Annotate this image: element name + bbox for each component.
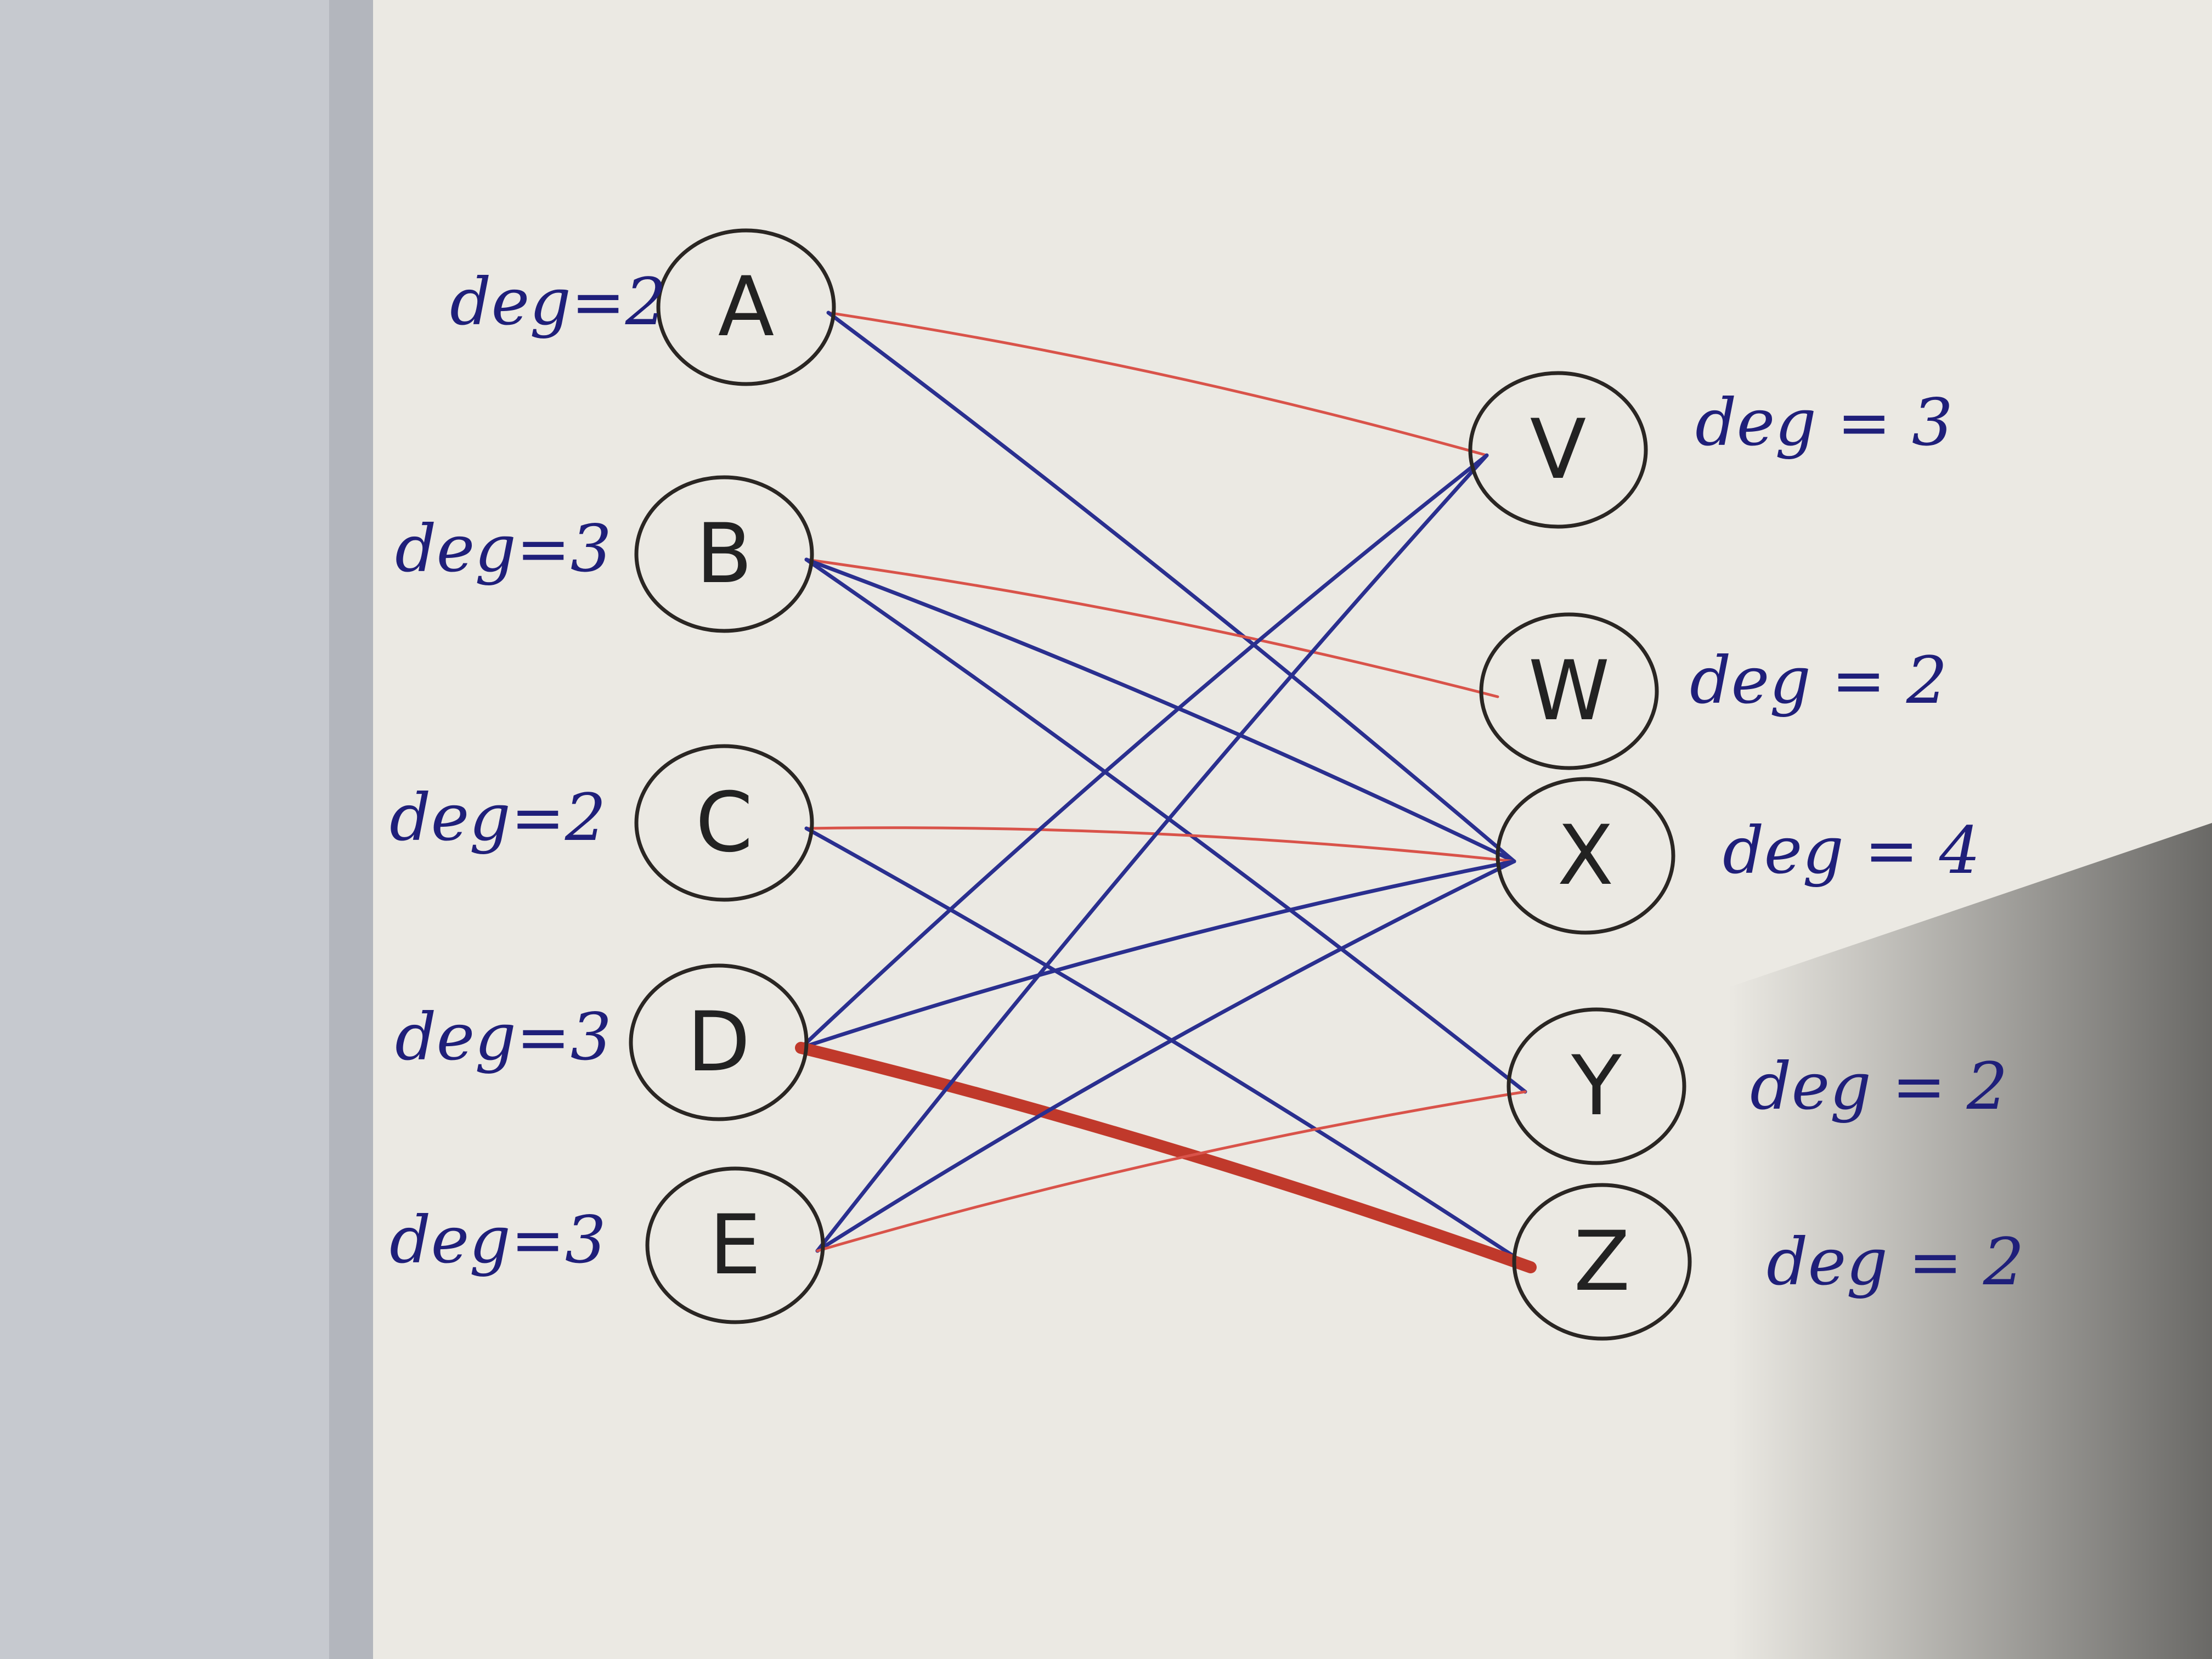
shadow-region	[1728, 823, 2212, 1659]
edge-a-v	[827, 311, 1488, 457]
degree-label-x: deg = 4	[1723, 812, 1980, 888]
nodes-layer: A B C D E V WX YZ	[629, 228, 1692, 1341]
node-label-c: C	[696, 775, 753, 871]
edge-a-x	[826, 311, 1516, 864]
edge-b-w	[805, 558, 1499, 698]
node-label-v: V	[1530, 402, 1587, 498]
page-divider	[329, 0, 379, 1659]
edge-b-x	[804, 557, 1516, 864]
degree-label-w: deg = 2	[1690, 642, 1948, 718]
edges-layer	[795, 311, 1537, 1273]
degree-label-b: deg=3	[395, 511, 612, 586]
left-page	[0, 0, 357, 1659]
node-w: W	[1479, 612, 1659, 770]
degree-label-c: deg=2	[390, 780, 606, 855]
node-e: E	[645, 1166, 825, 1324]
edge-d-v	[799, 453, 1489, 1050]
edge-d-z	[795, 1042, 1537, 1273]
node-z: Z	[1512, 1183, 1692, 1341]
node-label-w: W	[1528, 644, 1610, 739]
node-a: A	[656, 228, 836, 386]
node-y: Y	[1506, 1007, 1686, 1165]
degree-label-y: deg = 2	[1750, 1048, 2008, 1124]
degree-label-v: deg = 3	[1695, 385, 1953, 460]
edge-e-v	[815, 453, 1489, 1253]
node-circle-b	[634, 475, 814, 633]
edge-c-z	[804, 826, 1533, 1269]
node-circle-d	[629, 963, 809, 1121]
node-label-d: D	[687, 995, 751, 1090]
degree-labels-layer: deg=2 deg=3 deg=2 deg=3 deg=3 deg = 3 deg = 2 d…	[390, 264, 2024, 1300]
node-circle-z	[1512, 1183, 1692, 1341]
node-label-b: B	[696, 506, 753, 602]
node-label-x: X	[1558, 808, 1614, 904]
node-circle-w	[1479, 612, 1659, 770]
edge-e-x	[815, 859, 1516, 1253]
node-circle-c	[634, 744, 814, 902]
edge-b-y	[804, 557, 1527, 1094]
degree-label-d: deg=3	[395, 999, 612, 1075]
node-label-y: Y	[1571, 1039, 1622, 1134]
node-circle-v	[1468, 371, 1648, 529]
edge-d-x	[799, 859, 1516, 1050]
edge-e-y	[816, 1090, 1527, 1252]
node-circle-x	[1496, 777, 1675, 935]
node-v: V	[1468, 371, 1648, 529]
node-c: C	[634, 744, 814, 902]
node-circle-y	[1506, 1007, 1686, 1165]
degree-label-z: deg = 2	[1767, 1224, 2024, 1300]
node-label-a: A	[718, 259, 775, 355]
node-d: D	[629, 963, 809, 1121]
node-label-e: E	[709, 1198, 761, 1293]
node-circle-e	[645, 1166, 825, 1324]
node-label-z: Z	[1574, 1214, 1630, 1310]
degree-label-a: deg=2	[450, 264, 667, 340]
node-circle-a	[656, 228, 836, 386]
node-x: X	[1496, 777, 1675, 935]
node-b: B	[634, 475, 814, 633]
degree-label-e: deg=3	[390, 1202, 606, 1278]
